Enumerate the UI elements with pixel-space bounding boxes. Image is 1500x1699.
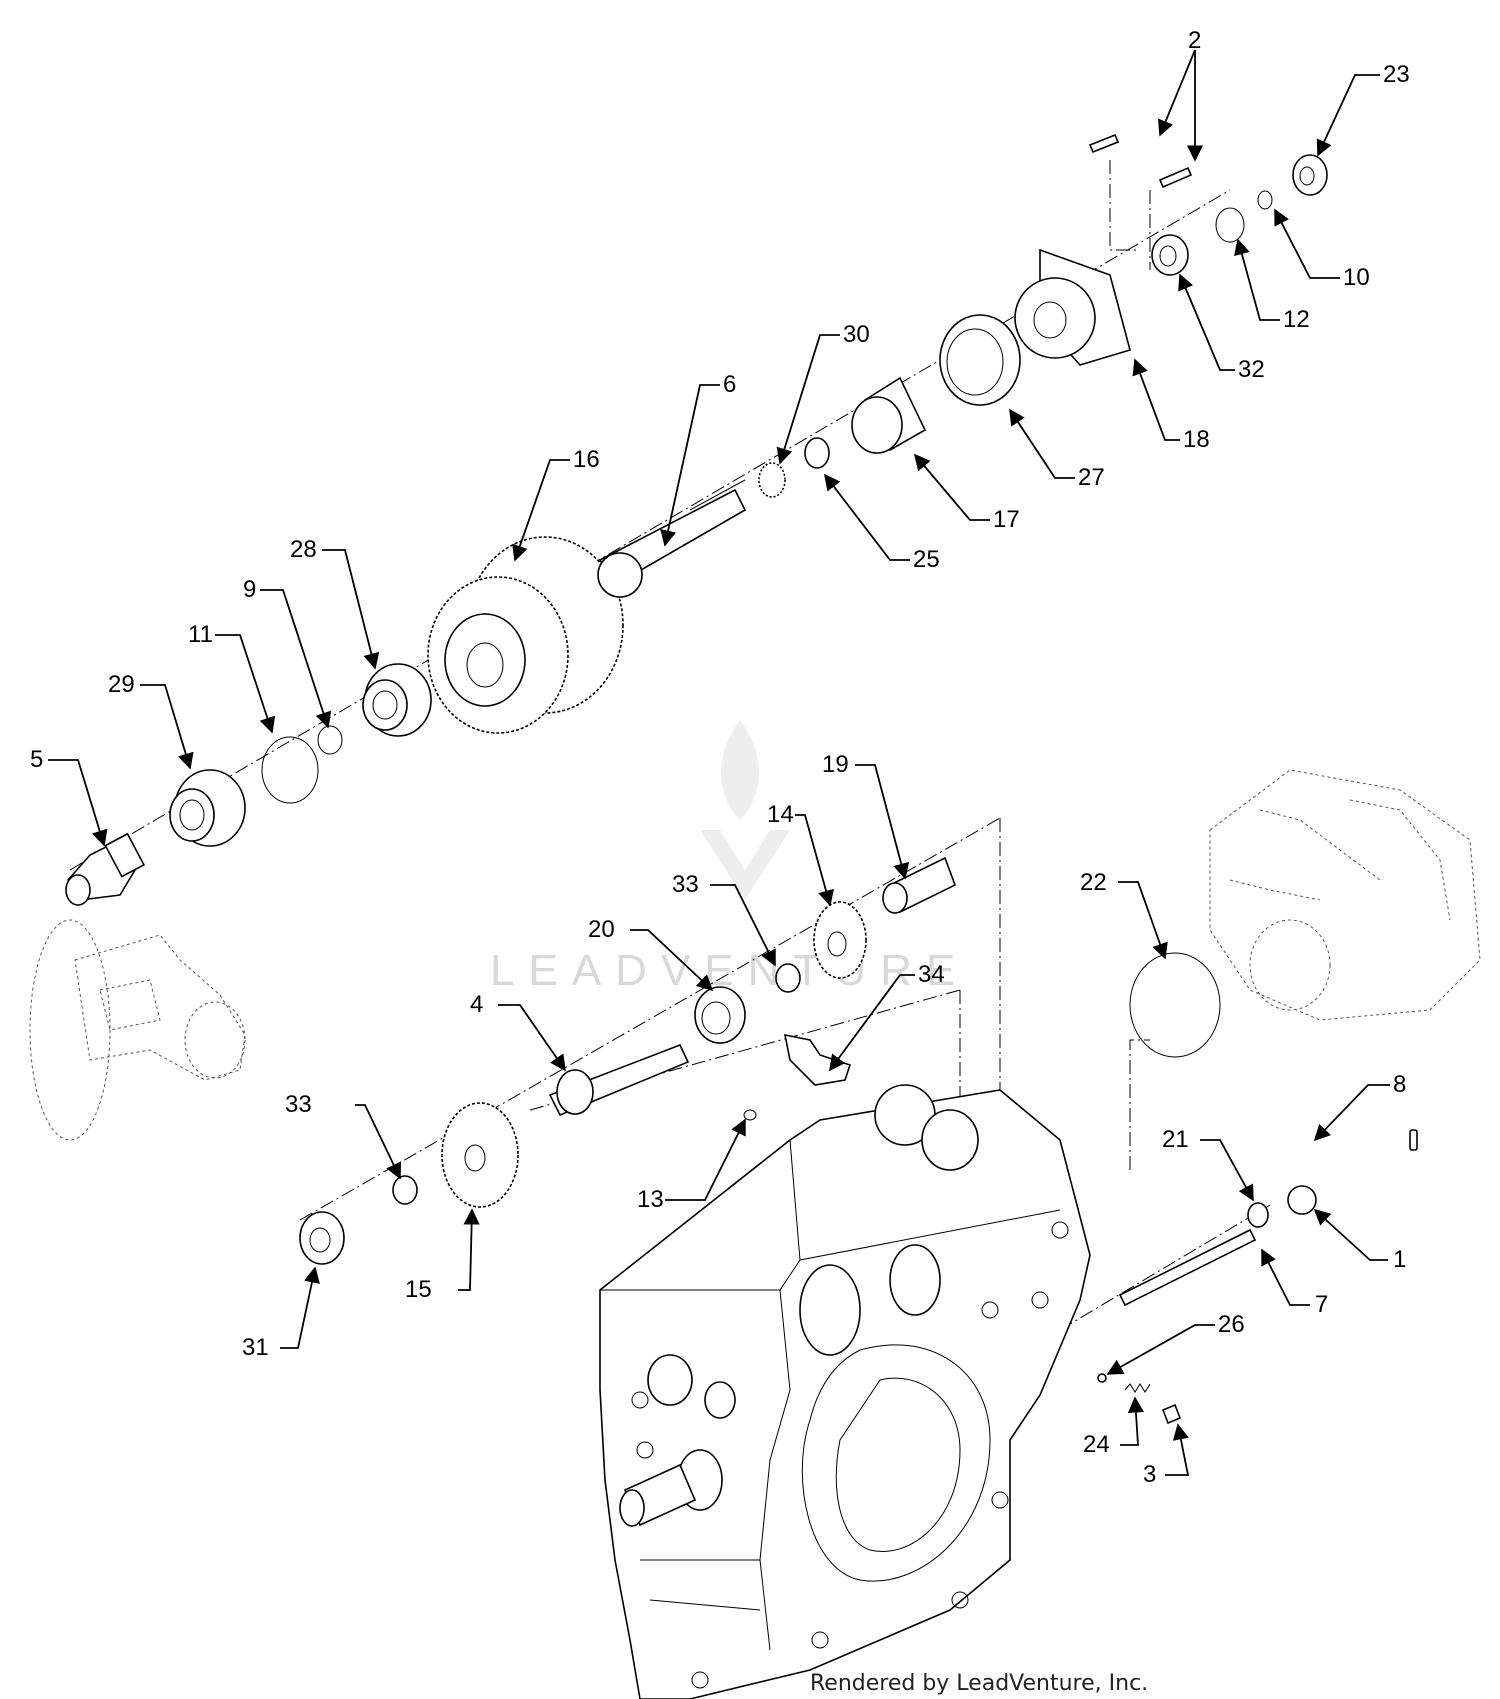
callout-30: 30 [843, 321, 870, 348]
watermark-logo [700, 720, 790, 900]
part-19-bushing [882, 856, 957, 914]
callout-19: 19 [822, 751, 849, 778]
part-12-snap-ring [1215, 207, 1245, 243]
callout-27: 27 [1078, 464, 1105, 491]
callout-25: 25 [913, 546, 940, 573]
callout-32: 32 [1238, 356, 1265, 383]
callout-9: 9 [243, 576, 256, 603]
part-14-gear [813, 901, 867, 979]
part-22-o-ring [1129, 952, 1221, 1058]
callout-26: 26 [1218, 1311, 1245, 1338]
part-28-bearing [362, 663, 432, 737]
callout-11: 11 [188, 621, 213, 648]
callout-14: 14 [767, 801, 794, 828]
part-33-bushing-upper [775, 963, 801, 993]
part-33-bushing-lower [392, 1175, 418, 1205]
part-8-pin [1409, 1129, 1418, 1151]
part-31-bearing [299, 1211, 345, 1265]
part-16-gear-cluster [427, 536, 624, 734]
part-11-snap-ring [261, 736, 319, 804]
part-1-fitting [1287, 1185, 1317, 1215]
callout-22: 22 [1080, 869, 1107, 896]
part-5-pinion [65, 832, 146, 906]
part-32-bearing [1151, 234, 1189, 276]
differential-ghost [29, 919, 246, 1141]
callout-23: 23 [1383, 61, 1410, 88]
transmission-case [599, 1084, 1091, 1699]
part-24-spring [1124, 1383, 1151, 1393]
part-29-bearing [169, 769, 246, 847]
transmission-ghost [1209, 769, 1481, 1021]
callout-33-lower: 33 [285, 1091, 312, 1118]
callout-29: 29 [108, 671, 135, 698]
part-9-ring [317, 725, 343, 755]
part-13-clip [743, 1109, 757, 1121]
part-4-shaft [548, 1043, 690, 1117]
callout-12: 12 [1283, 306, 1310, 333]
callout-34: 34 [918, 961, 945, 988]
part-17-needle-bearing [851, 376, 927, 454]
callout-6: 6 [723, 371, 736, 398]
callout-8: 8 [1393, 1071, 1406, 1098]
part-21-seal [1247, 1202, 1269, 1228]
leader-lines [48, 49, 1390, 1476]
part-20-bearing [694, 986, 746, 1044]
callout-10: 10 [1343, 264, 1370, 291]
part-3-plug [1161, 1403, 1182, 1425]
callout-15: 15 [405, 1276, 432, 1303]
part-7-shift-rod [1118, 1228, 1257, 1307]
part-6-shaft [597, 479, 747, 598]
callout-4: 4 [470, 991, 483, 1018]
callout-13: 13 [637, 1186, 664, 1213]
part-30-washer [758, 462, 786, 498]
watermark-text: LEADVENTURE [490, 946, 969, 995]
callout-33-upper: 33 [672, 871, 699, 898]
callout-31: 31 [242, 1334, 269, 1361]
callout-1: 1 [1393, 1246, 1406, 1273]
callout-3: 3 [1143, 1461, 1156, 1488]
callout-21: 21 [1162, 1126, 1189, 1153]
part-26-ball [1097, 1373, 1107, 1383]
callout-17: 17 [993, 506, 1020, 533]
callout-20: 20 [588, 916, 615, 943]
callout-18: 18 [1183, 426, 1210, 453]
part-18-housing [1014, 248, 1131, 366]
part-25-washer [804, 437, 830, 469]
part-2-bolts [1088, 133, 1193, 189]
callout-28: 28 [290, 536, 317, 563]
callout-5: 5 [30, 746, 43, 773]
part-23-seal [1292, 154, 1328, 196]
callout-2: 2 [1188, 27, 1201, 54]
part-10-ring [1257, 190, 1273, 210]
part-15-gear [441, 1102, 519, 1208]
callout-16: 16 [573, 446, 600, 473]
callout-7: 7 [1315, 1291, 1328, 1318]
credit-text: Rendered by LeadVenture, Inc. [810, 1671, 1148, 1696]
part-27-seal [939, 314, 1021, 406]
part-34-shift-fork [783, 1033, 852, 1086]
callout-24: 24 [1083, 1431, 1110, 1458]
